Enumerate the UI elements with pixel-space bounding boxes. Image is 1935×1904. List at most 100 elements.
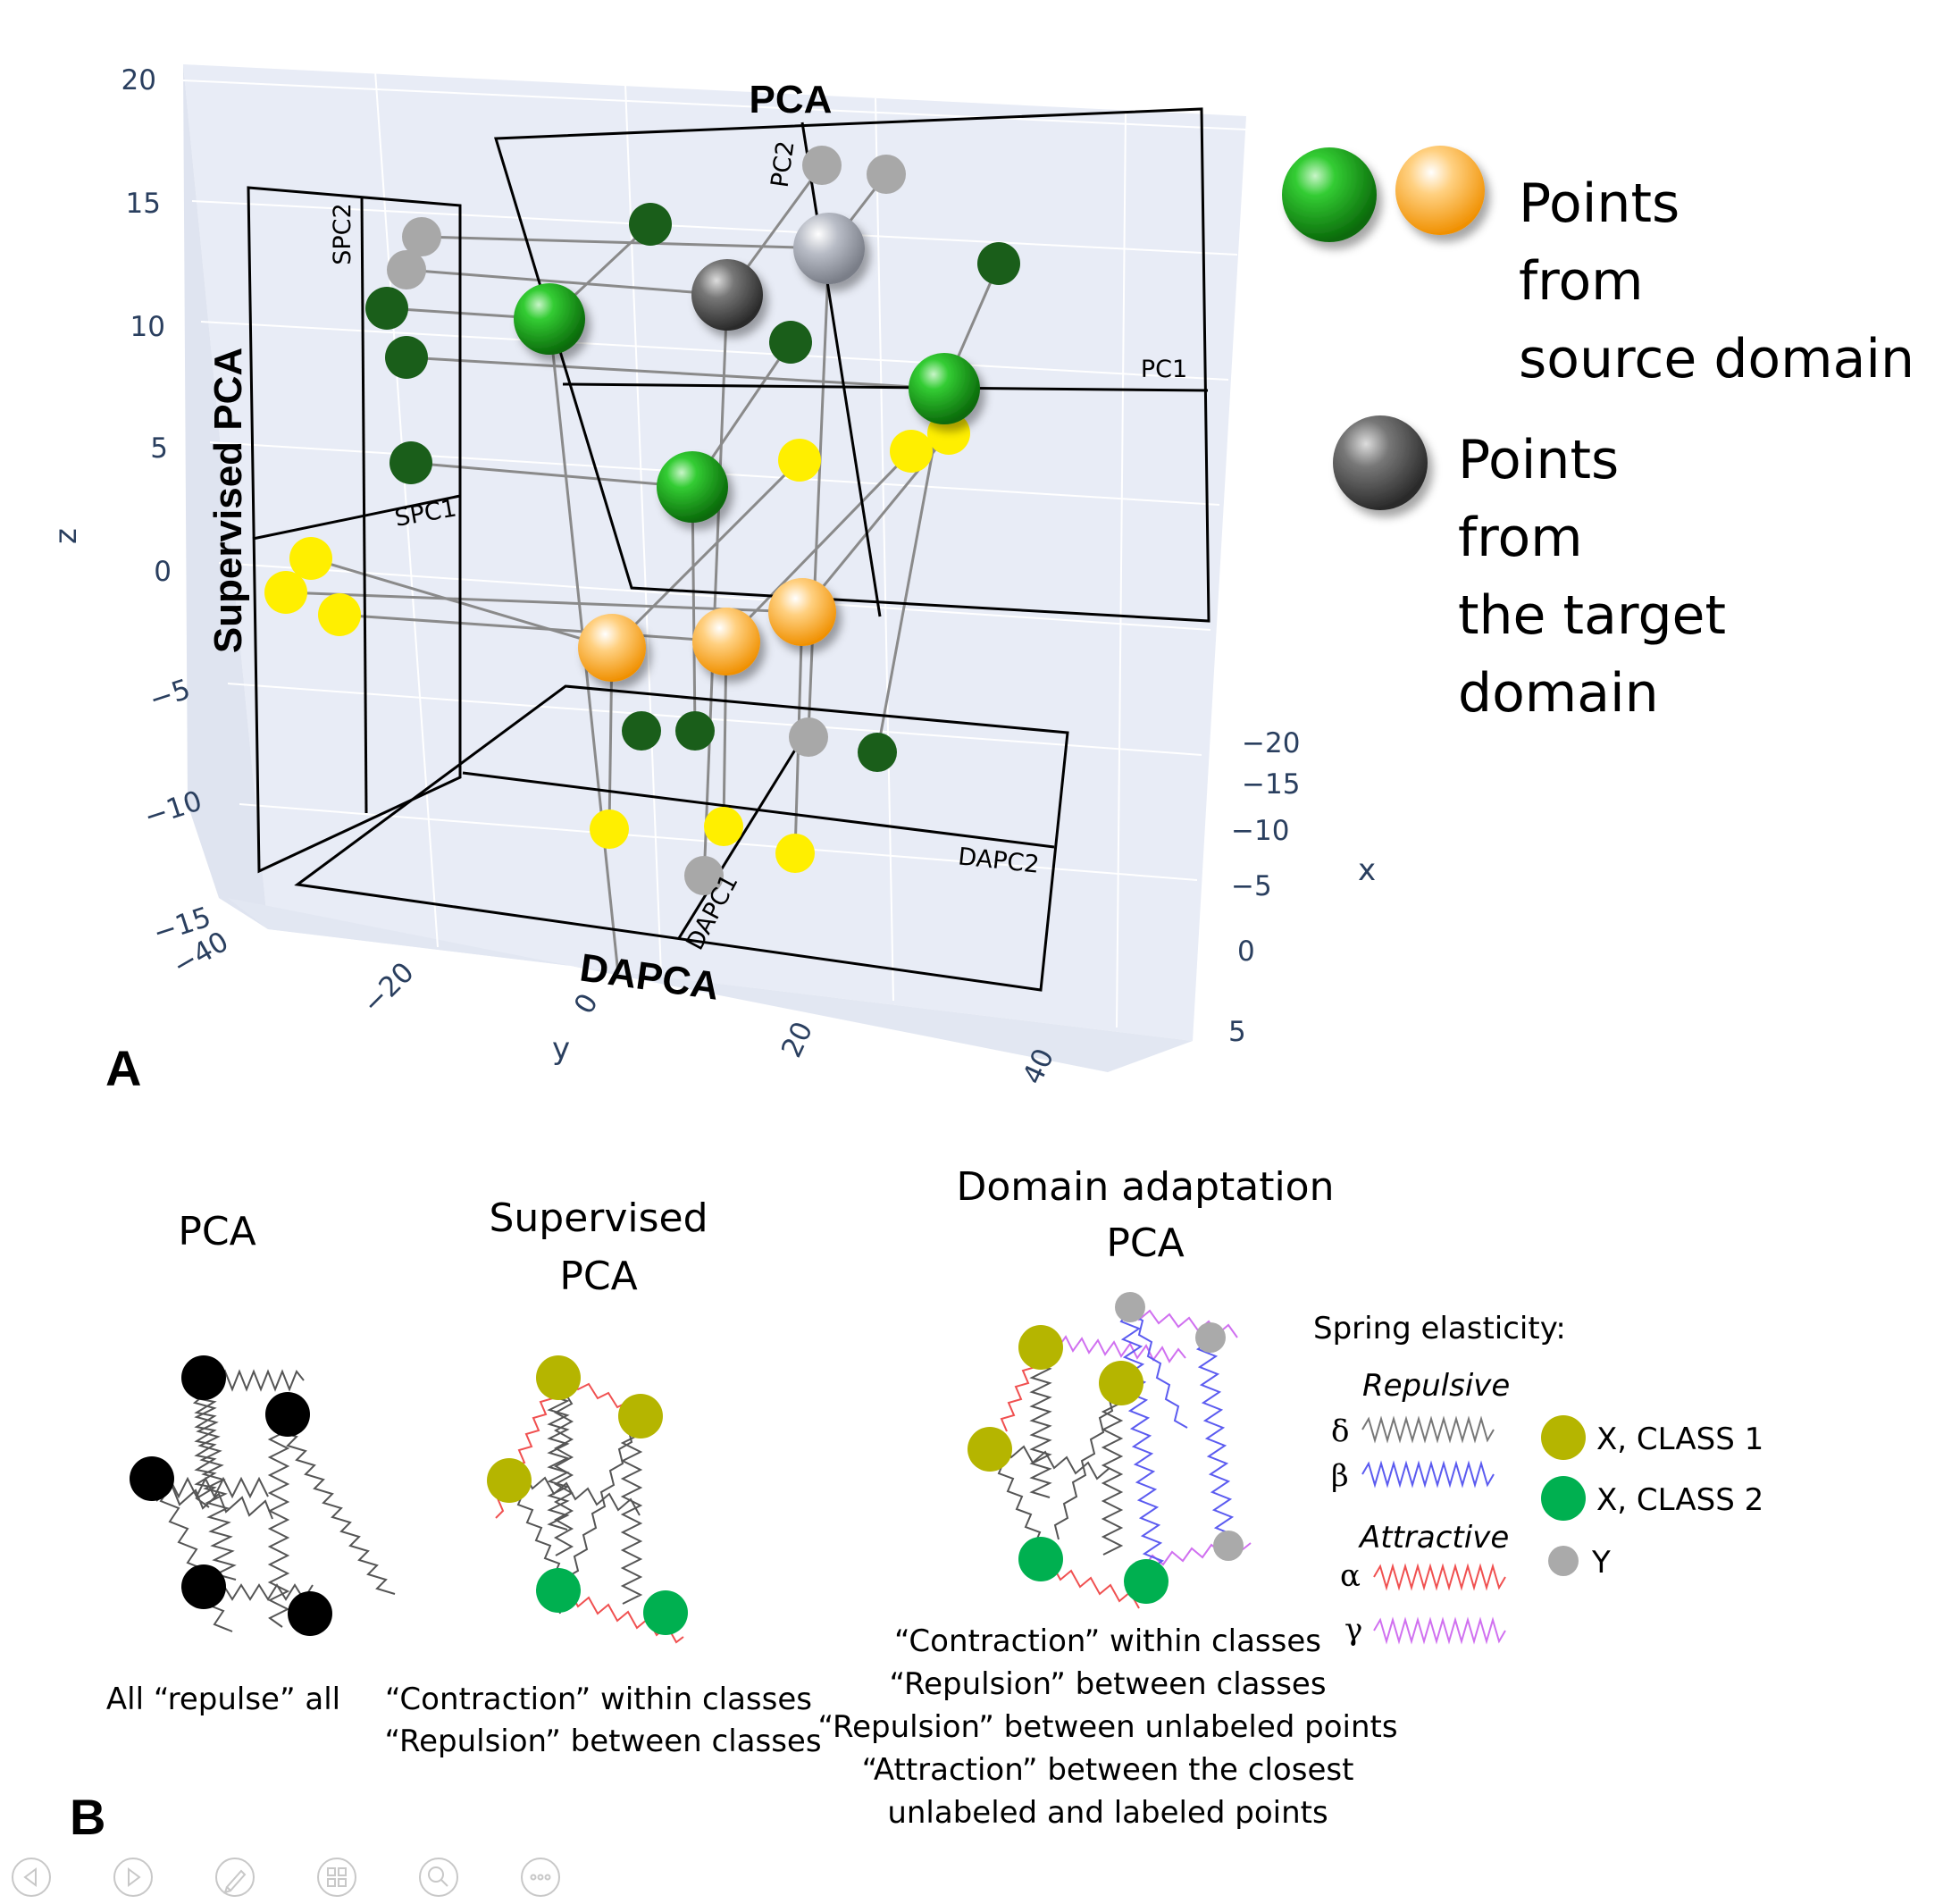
y-legend-label: Y bbox=[1591, 1545, 1611, 1581]
y-tick: 20 bbox=[775, 1017, 819, 1062]
dapca-y-point bbox=[1115, 1292, 1145, 1322]
pca-diagram-title: PCA bbox=[178, 1209, 255, 1254]
point-legend: X, CLASS 1 X, CLASS 2 Y bbox=[1541, 1415, 1763, 1581]
proj-yellow-point bbox=[778, 439, 821, 482]
alpha-symbol: α bbox=[1340, 1558, 1361, 1594]
pc2-label: PC2 bbox=[766, 139, 800, 189]
x-tick: −20 bbox=[1242, 727, 1300, 759]
pen-button[interactable] bbox=[215, 1858, 255, 1897]
dapca-y-point bbox=[1213, 1531, 1244, 1561]
proj-gray-point bbox=[684, 856, 724, 895]
z-tick: 5 bbox=[150, 432, 168, 465]
proj-green-point bbox=[858, 733, 897, 772]
y-tick: −20 bbox=[356, 956, 421, 1020]
x-tick: −15 bbox=[1242, 768, 1300, 801]
zoom-button[interactable] bbox=[419, 1858, 458, 1897]
pca-point bbox=[181, 1564, 226, 1609]
source-sphere-orange bbox=[578, 614, 646, 682]
gamma-spring bbox=[1373, 1616, 1506, 1645]
supervised-desc-line-2: “Repulsion” between classes bbox=[384, 1724, 821, 1759]
dapca-class2-point bbox=[1124, 1559, 1169, 1604]
supervised-pca-plane bbox=[247, 186, 462, 874]
dapca-class1-point bbox=[1018, 1325, 1063, 1370]
pca-plane-title: PCA bbox=[750, 78, 833, 122]
spc2-axis bbox=[360, 196, 368, 814]
target-sphere-silver bbox=[793, 213, 865, 284]
proj-green-point bbox=[622, 711, 661, 751]
source-sphere-green bbox=[909, 353, 980, 424]
x-tick: −10 bbox=[1231, 815, 1289, 847]
spring-legend-repulsive: Repulsive bbox=[1362, 1368, 1510, 1404]
x-axis-ticks: −20 −15 −10 −5 0 5 bbox=[1228, 727, 1300, 1048]
class2-legend-label: X, CLASS 2 bbox=[1596, 1482, 1763, 1518]
dapca-desc-line-2: “Repulsion” between classes bbox=[889, 1666, 1326, 1702]
legend-green-sphere bbox=[1282, 147, 1377, 242]
target-sphere-dark bbox=[691, 259, 763, 331]
proj-green-point bbox=[385, 336, 428, 379]
dapca-desc-line-5: unlabeled and labeled points bbox=[887, 1795, 1328, 1831]
z-axis-title: z bbox=[48, 528, 84, 544]
pca-pc1-axis bbox=[562, 382, 1209, 392]
proj-green-point bbox=[365, 287, 408, 330]
spc2-label: SPC2 bbox=[329, 203, 356, 264]
magnifier-icon bbox=[428, 1866, 444, 1883]
dapca-plane bbox=[294, 684, 1069, 992]
dapca-desc-line-3: “Repulsion” between unlabeled points bbox=[817, 1709, 1397, 1745]
legend-target-line-3: the target bbox=[1458, 584, 1726, 647]
supervised-desc-line-1: “Contraction” within classes bbox=[385, 1682, 812, 1717]
supervised-diagram-title-line-2: PCA bbox=[559, 1254, 637, 1299]
dapca-diagram-title-line-1: Domain adaptation bbox=[956, 1164, 1334, 1210]
previous-slide-button[interactable] bbox=[12, 1858, 51, 1897]
legend-gray-sphere bbox=[1333, 415, 1428, 510]
x-tick: 0 bbox=[1237, 935, 1255, 968]
proj-yellow-point bbox=[318, 593, 361, 636]
panel-a-3d-plot: PCA Supervised PCA DAPCA PC1 PC2 SPC1 SP… bbox=[48, 64, 1914, 1096]
pca-pc2-axis bbox=[800, 122, 882, 617]
proj-yellow-point bbox=[890, 430, 933, 473]
y-tick: 0 bbox=[568, 988, 605, 1019]
source-sphere-green bbox=[657, 451, 728, 523]
dapc1-axis bbox=[677, 727, 810, 939]
proj-yellow-point bbox=[704, 807, 743, 846]
pca-diagram-description: All “repulse” all bbox=[106, 1682, 340, 1717]
source-sphere-orange bbox=[692, 608, 760, 675]
panel-a-letter: A bbox=[105, 1040, 141, 1096]
spheres bbox=[514, 213, 980, 682]
source-sphere-green bbox=[514, 283, 585, 355]
proj-green-point bbox=[390, 441, 432, 484]
proj-gray-point bbox=[867, 155, 906, 194]
beta-spring bbox=[1361, 1460, 1495, 1489]
supervised-diagram-title-line-1: Supervised bbox=[489, 1195, 708, 1241]
dapca-class2-point bbox=[1018, 1537, 1063, 1581]
pca-point bbox=[130, 1456, 174, 1501]
pca-point bbox=[181, 1355, 226, 1400]
legend-target-line-1: Points bbox=[1458, 429, 1619, 491]
more-options-button[interactable] bbox=[521, 1858, 560, 1897]
dapca-springs bbox=[989, 1306, 1252, 1609]
proj-green-point bbox=[629, 203, 672, 246]
planes bbox=[247, 107, 1210, 992]
panel-b-letter: B bbox=[70, 1789, 105, 1845]
proj-gray-point bbox=[402, 217, 441, 256]
proj-gray-point bbox=[789, 717, 828, 757]
legend-target-line-2: from bbox=[1458, 507, 1583, 569]
legend-orange-sphere bbox=[1395, 146, 1485, 235]
dapca-class1-point bbox=[1099, 1361, 1143, 1405]
legend-source-line-2: from bbox=[1519, 250, 1644, 313]
proj-green-point bbox=[769, 321, 812, 364]
side-wall bbox=[183, 64, 268, 929]
z-tick: 15 bbox=[126, 188, 161, 220]
proj-yellow-point bbox=[590, 809, 629, 849]
source-sphere-orange bbox=[768, 578, 836, 646]
next-slide-button[interactable] bbox=[113, 1858, 153, 1897]
z-tick: 10 bbox=[130, 311, 165, 343]
pc1-label: PC1 bbox=[1141, 356, 1187, 383]
supervised-class2-point bbox=[536, 1568, 581, 1613]
delta-symbol: δ bbox=[1331, 1413, 1349, 1449]
proj-green-point bbox=[675, 711, 715, 751]
pca-point bbox=[265, 1392, 310, 1437]
supervised-class1-point bbox=[618, 1394, 663, 1438]
supervised-class1-point bbox=[487, 1458, 532, 1503]
slides-view-button[interactable] bbox=[317, 1858, 356, 1897]
